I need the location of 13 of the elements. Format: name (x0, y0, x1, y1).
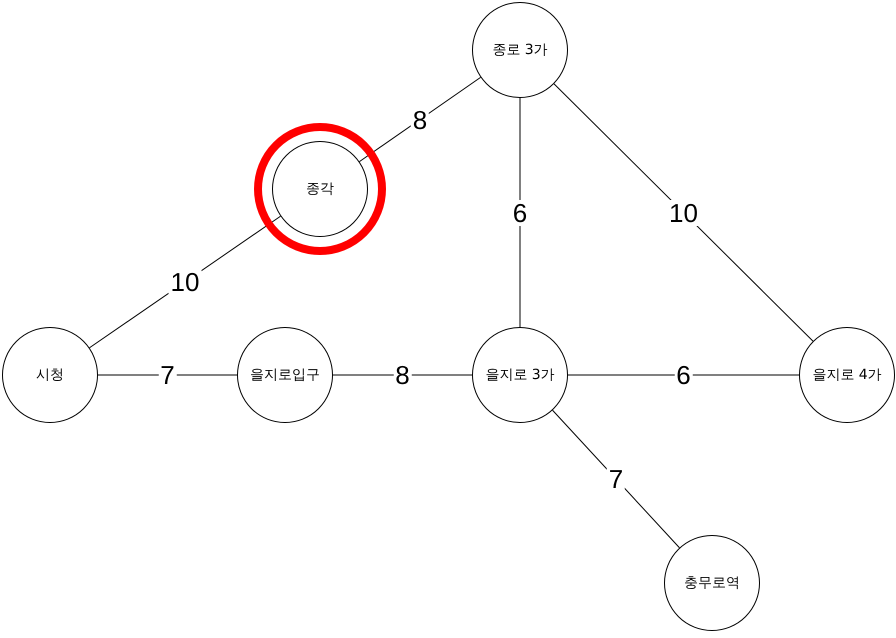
station-name: 충무로역 (684, 574, 740, 592)
edge-label: 10 (168, 269, 202, 295)
connector-line (554, 83, 814, 342)
edge-label: 10 (667, 200, 700, 226)
station-name: 을지로 3가 (485, 366, 555, 384)
station-name: 을지로 4가 (812, 366, 882, 384)
station-name: 시청 (36, 366, 64, 384)
station-circle (272, 141, 368, 237)
station-name: 종각 (306, 180, 334, 198)
station-name: 종로 3가 (492, 41, 548, 59)
station-name: 을지로입구 (250, 366, 320, 384)
connector-line (568, 374, 800, 376)
edge-label: 7 (606, 466, 626, 492)
